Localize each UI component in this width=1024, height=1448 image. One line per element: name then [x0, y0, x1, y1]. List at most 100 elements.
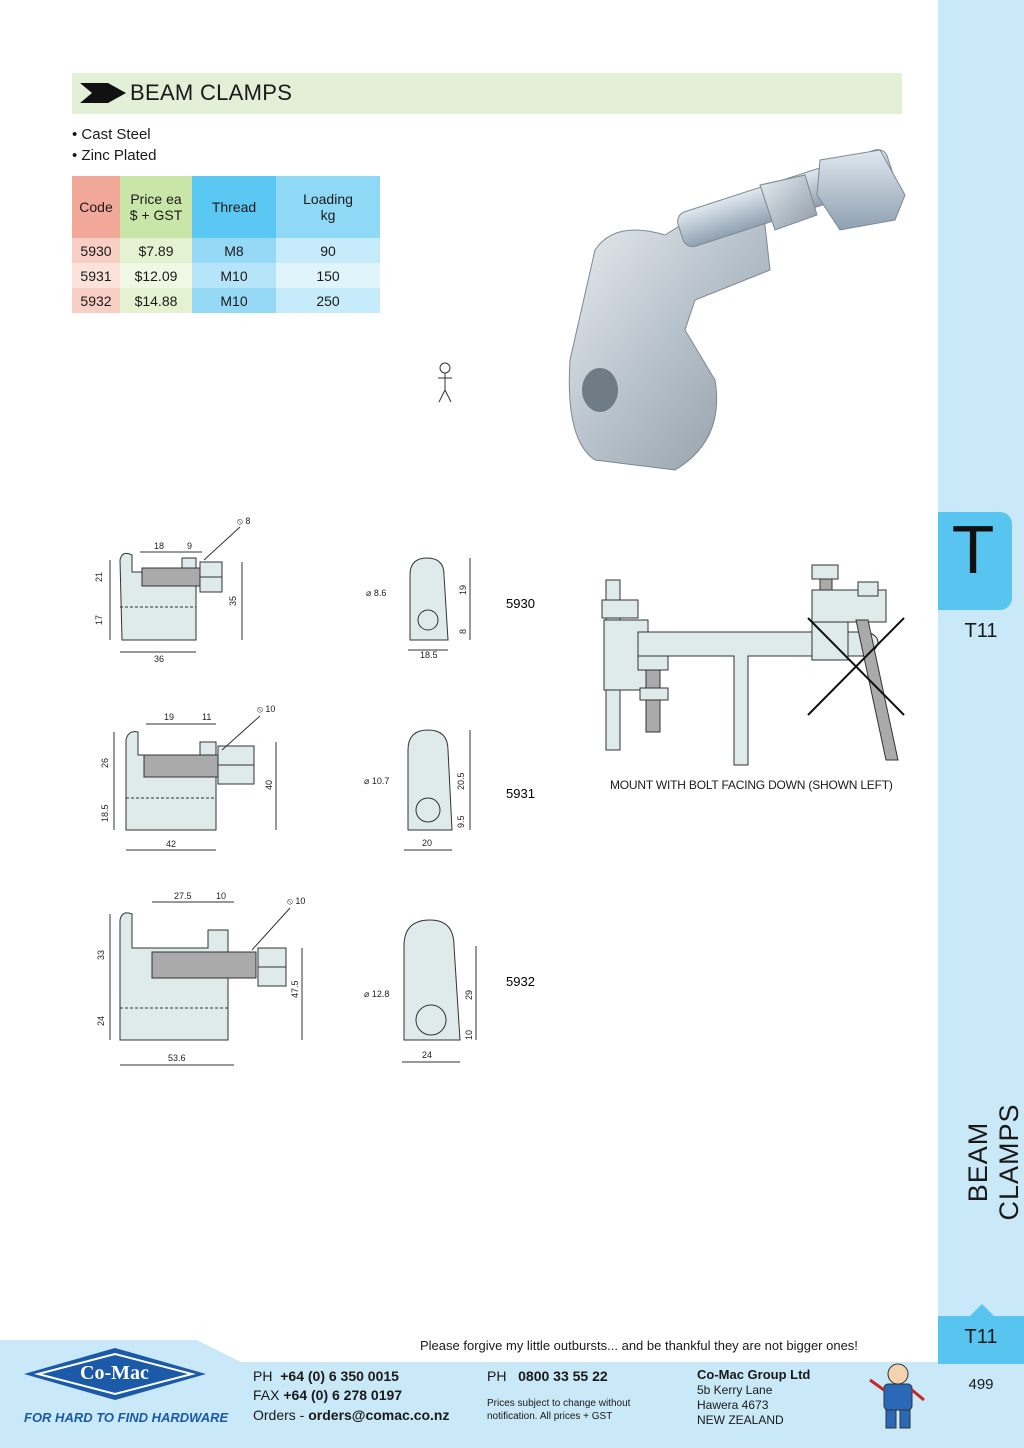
header-price: Price ea$ + GST: [120, 176, 192, 238]
dim-left-top: 21: [94, 572, 104, 582]
fax-line: FAX +64 (0) 6 278 0197: [253, 1387, 402, 1403]
dim-top-a: 18: [154, 541, 164, 551]
dim-bolt: ⦸ 10: [257, 704, 275, 714]
header-thread: Thread: [192, 176, 276, 238]
dim-front-width: 24: [422, 1050, 432, 1060]
dim-hole: ⌀ 10.7: [364, 776, 389, 786]
dim-hole: ⌀ 12.8: [364, 989, 389, 999]
orders-email-link[interactable]: orders@comac.co.nz: [308, 1407, 450, 1423]
disclaimer-line-2: notification. All prices + GST: [487, 1411, 613, 1422]
disclaimer-line-1: Prices subject to change without: [487, 1398, 631, 1409]
address-line: 5b Kerry Lane: [697, 1383, 773, 1397]
section-tab[interactable]: [938, 512, 1012, 610]
phone-label: PH: [253, 1368, 273, 1384]
dim-left-bottom: 24: [96, 1016, 106, 1026]
dim-hole: ⌀ 8.6: [366, 588, 386, 598]
orders-label: Orders -: [253, 1407, 309, 1423]
dim-height: 47.5: [290, 980, 300, 998]
drawing-5932: 27.5 10 ⦸ 10 33 24 47.5 53.6 ⌀ 12.8 29 1…: [96, 891, 535, 1066]
drawing-code: 5931: [506, 786, 535, 801]
dim-bolt: ⦸ 10: [287, 896, 305, 906]
cell-price: $14.88: [120, 288, 192, 313]
fax-label: FAX: [253, 1387, 280, 1403]
cell-loading: 250: [276, 288, 380, 313]
dim-front-top: 20.5: [456, 772, 466, 790]
section-letter: T: [953, 515, 993, 589]
dim-top-a: 19: [164, 712, 174, 722]
drawing-5931: 19 11 ⦸ 10 26 18.5 40 42 ⌀ 10.7 20.5 9.5…: [100, 704, 535, 851]
mount-caption: MOUNT WITH BOLT FACING DOWN (SHOWN LEFT): [610, 778, 893, 792]
footer-tab-notch: [970, 1304, 994, 1316]
dim-front-width: 18.5: [420, 650, 438, 660]
dim-left-bottom: 18.5: [100, 804, 110, 822]
side-strip: [938, 0, 1024, 1448]
header-code: Code: [72, 176, 120, 238]
section-code: T11: [964, 620, 998, 642]
dim-front-bottom: 10: [464, 1030, 474, 1040]
phone-line: PH +64 (0) 6 350 0015: [253, 1368, 399, 1384]
dim-top-b: 9: [187, 541, 192, 551]
cell-price: $7.89: [120, 238, 192, 263]
table-row: 5930 $7.89 M8 90: [72, 238, 380, 263]
freephone-value[interactable]: 0800 33 55 22: [518, 1368, 608, 1384]
chevron-arrow-icon: [80, 83, 126, 103]
phone-value[interactable]: +64 (0) 6 350 0015: [280, 1368, 399, 1384]
logo-text: Co-Mac: [80, 1362, 149, 1384]
dim-height: 35: [228, 596, 238, 606]
cell-thread: M10: [192, 263, 276, 288]
dim-left-top: 26: [100, 758, 110, 768]
feature-item: • Cast Steel: [72, 126, 151, 143]
dim-front-bottom: 8: [458, 629, 468, 634]
dim-front-top: 29: [464, 990, 474, 1000]
dim-front-top: 19: [458, 585, 468, 595]
address-line: Hawera 4673: [697, 1398, 769, 1412]
beam-clamp-photo: [568, 149, 906, 471]
cell-loading: 150: [276, 263, 380, 288]
vertical-section-title: BEAM CLAMPS: [963, 1103, 1024, 1221]
cell-code: 5932: [72, 288, 120, 313]
footer-tagline: Please forgive my little outbursts... an…: [420, 1338, 858, 1353]
page-title: BEAM CLAMPS: [130, 80, 293, 105]
company-name: Co-Mac Group Ltd: [697, 1367, 811, 1382]
freephone-line: PH 0800 33 55 22: [487, 1368, 608, 1384]
dim-width: 36: [154, 654, 164, 664]
dim-front-width: 20: [422, 838, 432, 848]
cell-code: 5930: [72, 238, 120, 263]
cell-thread: M10: [192, 288, 276, 313]
header-bar: [72, 73, 902, 114]
address-line: NEW ZEALAND: [697, 1413, 784, 1427]
fax-value[interactable]: +64 (0) 6 278 0197: [283, 1387, 403, 1403]
dim-front-bottom: 9.5: [456, 815, 466, 828]
dim-width: 42: [166, 839, 176, 849]
freephone-label: PH: [487, 1368, 507, 1384]
mascot-small-icon: [438, 362, 452, 403]
dim-top-b: 10: [216, 891, 226, 901]
footer-tab: [938, 1316, 1024, 1364]
comac-logo[interactable]: [20, 1344, 210, 1404]
brand-tagline: FOR HARD TO FIND HARDWARE: [24, 1410, 229, 1425]
dim-left-bottom: 17: [94, 615, 104, 625]
cell-loading: 90: [276, 238, 380, 263]
cell-price: $12.09: [120, 263, 192, 288]
dim-left-top: 33: [96, 950, 106, 960]
table-row: 5931 $12.09 M10 150: [72, 263, 380, 288]
drawing-5930: 18 9 ⦸ 8 21 17 35 36 ⌀ 8.6 19 8 18.5 593…: [94, 516, 535, 664]
dim-width: 53.6: [168, 1053, 186, 1063]
drawing-code: 5932: [506, 974, 535, 989]
cell-code: 5931: [72, 263, 120, 288]
mascot-icon: [869, 1363, 925, 1429]
feature-item: • Zinc Plated: [72, 147, 157, 164]
dim-top-a: 27.5: [174, 891, 192, 901]
footer-section-code: T11: [964, 1326, 998, 1348]
dim-bolt: ⦸ 8: [237, 516, 250, 526]
orders-line: Orders - orders@comac.co.nz: [253, 1407, 450, 1423]
page-number: 499: [968, 1376, 994, 1393]
table-row: 5932 $14.88 M10 250: [72, 288, 380, 313]
dim-top-b: 11: [202, 712, 211, 722]
cell-thread: M8: [192, 238, 276, 263]
drawing-code: 5930: [506, 596, 535, 611]
mounting-diagram: [601, 564, 905, 766]
